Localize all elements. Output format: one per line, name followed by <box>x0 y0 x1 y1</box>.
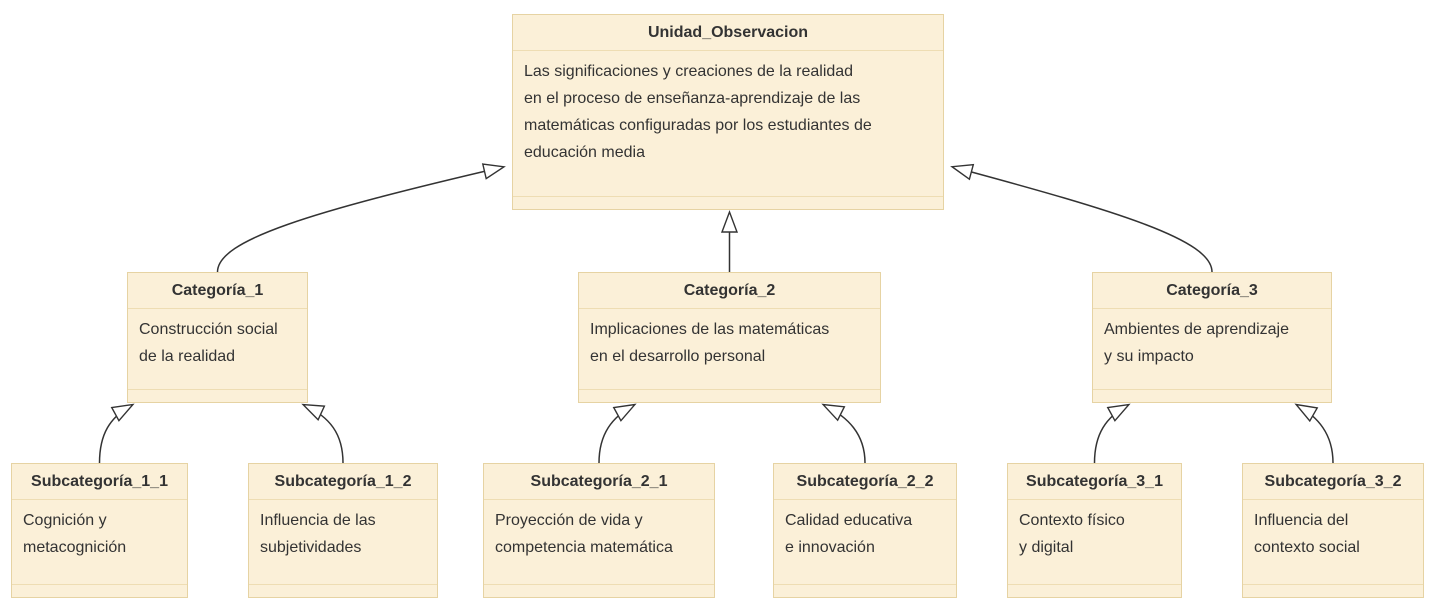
edge-cat3-to-unidad <box>953 167 1213 273</box>
class-node-categoria-1: Categoría_1 Construcción social de la re… <box>127 272 308 403</box>
node-title: Subcategoría_2_1 <box>484 464 714 500</box>
class-node-subcategoria-1-1: Subcategoría_1_1 Cognición y metacognici… <box>11 463 188 598</box>
node-title: Categoría_2 <box>579 273 880 309</box>
node-title: Categoría_1 <box>128 273 307 309</box>
edge-sub31-to-cat3 <box>1093 405 1129 464</box>
edge-sub12-to-cat1 <box>304 405 344 464</box>
edge-sub32-to-cat3 <box>1297 405 1334 464</box>
node-methods-strip <box>1243 584 1423 597</box>
node-methods-strip <box>1008 584 1181 597</box>
edge-sub22-to-cat2 <box>824 405 866 464</box>
node-body: Influencia de las subjetividades <box>260 512 376 556</box>
node-methods-strip <box>579 389 880 402</box>
node-body: Construcción social de la realidad <box>139 321 278 365</box>
node-body: Proyección de vida y competencia matemát… <box>495 512 673 556</box>
node-title: Subcategoría_3_1 <box>1008 464 1181 500</box>
node-methods-strip <box>249 584 437 597</box>
node-body: Implicaciones de las matemáticas en el d… <box>590 321 830 365</box>
class-node-categoria-2: Categoría_2 Implicaciones de las matemát… <box>578 272 881 403</box>
node-methods-strip <box>513 196 943 209</box>
node-body: Influencia del contexto social <box>1254 512 1360 556</box>
edge-cat1-to-unidad <box>216 167 504 273</box>
node-title: Categoría_3 <box>1093 273 1331 309</box>
node-body: Cognición y metacognición <box>23 512 127 556</box>
class-node-subcategoria-3-1: Subcategoría_3_1 Contexto físico y digit… <box>1007 463 1182 598</box>
class-node-subcategoria-1-2: Subcategoría_1_2 Influencia de las subje… <box>248 463 438 598</box>
node-methods-strip <box>1093 389 1331 402</box>
node-title: Unidad_Observacion <box>513 15 943 51</box>
node-methods-strip <box>774 584 956 597</box>
node-body: Ambientes de aprendizaje y su impacto <box>1104 321 1290 365</box>
node-body: Las significaciones y creaciones de la r… <box>524 63 872 161</box>
node-title: Subcategoría_2_2 <box>774 464 956 500</box>
node-methods-strip <box>128 389 307 402</box>
class-node-unidad-observacion: Unidad_Observacion Las significaciones y… <box>512 14 944 210</box>
class-node-categoria-3: Categoría_3 Ambientes de aprendizaje y s… <box>1092 272 1332 403</box>
node-methods-strip <box>484 584 714 597</box>
node-title: Subcategoría_1_1 <box>12 464 187 500</box>
edge-sub21-to-cat2 <box>598 405 634 464</box>
edge-sub11-to-cat1 <box>98 405 133 464</box>
node-title: Subcategoría_1_2 <box>249 464 437 500</box>
node-body: Calidad educativa e innovación <box>785 512 913 556</box>
node-methods-strip <box>12 584 187 597</box>
node-body: Contexto físico y digital <box>1019 512 1125 556</box>
class-node-subcategoria-3-2: Subcategoría_3_2 Influencia del contexto… <box>1242 463 1424 598</box>
class-node-subcategoria-2-2: Subcategoría_2_2 Calidad educativa e inn… <box>773 463 957 598</box>
node-title: Subcategoría_3_2 <box>1243 464 1423 500</box>
class-node-subcategoria-2-1: Subcategoría_2_1 Proyección de vida y co… <box>483 463 715 598</box>
